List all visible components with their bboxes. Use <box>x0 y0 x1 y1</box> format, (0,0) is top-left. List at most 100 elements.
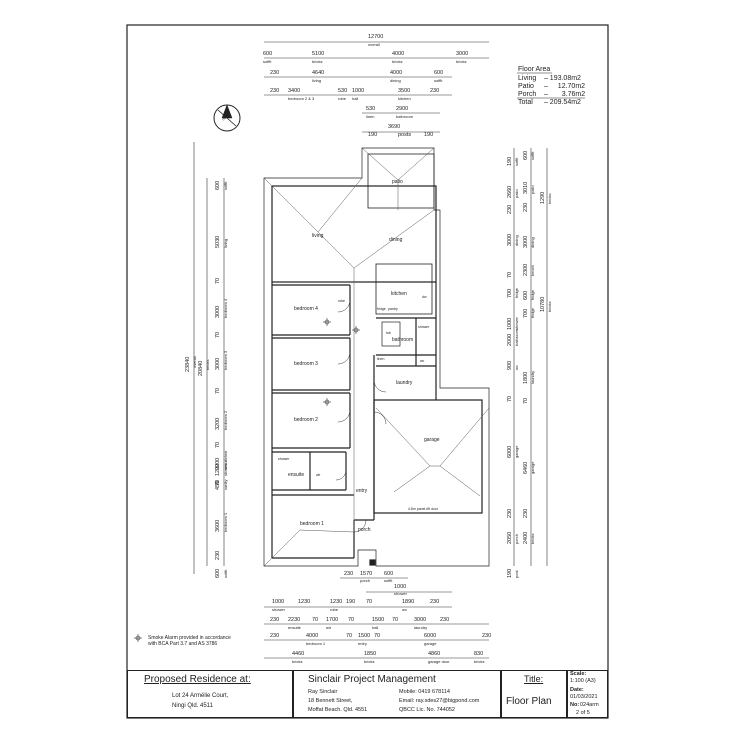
room-label-garage: garage <box>424 437 440 443</box>
dim-label: hall <box>372 625 379 630</box>
dim-value: 230 <box>270 70 280 76</box>
dim-label: shower <box>272 607 285 612</box>
dim-value: 70 <box>215 387 221 394</box>
contact-license: QBCC Lic. No. 744052 <box>399 707 455 713</box>
dim-value: 230 <box>270 617 280 623</box>
contact-email: Email: ray.sdes27@bigpond.com <box>399 698 480 704</box>
dim-value: 600 <box>215 180 221 190</box>
room-label-ensuite: ensuite <box>288 472 305 478</box>
dim-value: 1000 <box>507 317 513 330</box>
dim-value: 600 <box>434 70 444 76</box>
dim-label: wir <box>326 625 332 630</box>
dim-label: bricks <box>530 533 535 544</box>
dim-value: 230 <box>507 204 513 214</box>
dim-value: 230 <box>344 571 354 577</box>
room-label-bedroom-3: bedroom 3 <box>294 361 318 367</box>
dim-value: 3600 <box>215 519 221 532</box>
dim-value: 10780 <box>540 296 546 312</box>
dim-value: 450 <box>215 480 221 490</box>
dim-value: 230 <box>440 617 450 623</box>
room-label-bedroom-1: bedroom 1 <box>300 521 324 527</box>
dim-label: bricks <box>547 193 552 204</box>
wall-living <box>271 185 437 283</box>
room-label-fridge: fridge <box>377 307 386 311</box>
dim-value: 3400 <box>288 88 301 94</box>
room-label-entry: entry <box>356 488 368 494</box>
room-label-bathroom: bathroom <box>392 337 414 343</box>
dim-overall-value: 23840 <box>185 356 191 372</box>
dim-label: laundry <box>414 625 428 630</box>
room-label-dining: dining <box>389 237 403 243</box>
dim-label: fridge <box>530 307 535 318</box>
dim-label: wc <box>514 365 519 370</box>
title-block-proposed: Proposed Residence at: Lot 24 Armélie Co… <box>127 670 293 718</box>
smoke-alarm-note: Smoke Alarm provided in accordance with … <box>148 635 231 647</box>
dim-label: bricks <box>474 659 485 664</box>
dim-value: 70 <box>392 617 399 623</box>
dim-value: 230 <box>507 508 513 518</box>
room-label-wir: wir <box>316 473 321 477</box>
date-label: Date: <box>570 687 584 693</box>
dim-value: 530 <box>366 106 376 112</box>
dim-value: 190 <box>368 132 378 138</box>
dim-value: 830 <box>474 651 484 657</box>
dim-value: 70 <box>215 441 221 448</box>
address-line-2: Ningi Qld. 4511 <box>172 703 213 709</box>
dim-label: bricks <box>292 659 303 664</box>
dim-value: 70 <box>366 599 373 605</box>
dim-label: bedroom 1 <box>223 512 228 532</box>
dim-label: patio <box>514 189 519 198</box>
dim-label: entry <box>358 641 367 646</box>
title-value: Floor Plan <box>506 696 552 707</box>
dim-label: bricks <box>392 59 403 64</box>
dim-label: linen <box>366 114 375 119</box>
dim-value: 6460 <box>523 461 529 474</box>
dim-value: 3000 <box>456 51 469 57</box>
dim-value: 3200 <box>215 417 221 430</box>
dim-value: 600 <box>215 568 221 578</box>
room-label-living: living <box>312 233 324 239</box>
dim-value: 3500 <box>398 88 411 94</box>
dim-label: bedroom 4 <box>223 298 228 318</box>
title-label: Title: <box>524 674 544 684</box>
dim-value: 230 <box>430 599 440 605</box>
dim-value: 6000 <box>507 445 513 458</box>
dim-label: bricks <box>364 659 375 664</box>
scale-value: 1:100 (A3) <box>570 678 596 684</box>
dim-value: 600 <box>263 51 273 57</box>
patio-outline <box>367 153 435 209</box>
dim-label: garage <box>514 445 519 458</box>
dim-value: 190 <box>346 599 356 605</box>
room-label-tub: tub <box>386 331 391 335</box>
dim-label: laundry <box>530 370 535 384</box>
dim-label: porch <box>514 533 519 544</box>
dim-value: 600 <box>523 290 529 300</box>
dimension-lines <box>193 41 548 659</box>
dim-label: hall <box>352 96 359 101</box>
dim-value: 70 <box>348 617 355 623</box>
dim-value: 3000 <box>414 617 427 623</box>
smoke-alarm-symbols <box>134 318 360 642</box>
dim-value: 3000 <box>215 357 221 370</box>
room-label-bedroom-2: bedroom 2 <box>294 417 318 423</box>
dim-value: 3000 <box>215 305 221 318</box>
dim-label: bedroom 1 <box>306 641 326 646</box>
dim-value: 6000 <box>424 633 437 639</box>
dim-value: 70 <box>374 633 381 639</box>
north-arrow-icon <box>213 104 241 132</box>
company-name: Sinclair Project Management <box>308 674 436 685</box>
room-label-kitchen: kitchen <box>391 291 407 297</box>
dim-label: kitchen <box>398 96 411 101</box>
dim-value: 230 <box>430 88 440 94</box>
dim-value: 3000 <box>523 235 529 248</box>
dim-value: 530 <box>338 88 348 94</box>
room-label-pantry: pantry <box>388 307 398 311</box>
dim-label: bricks <box>312 59 323 64</box>
dim-value: 1570 <box>360 571 373 577</box>
title-block-meta: Scale: 1:100 (A3) Date: 01/03/2021 No: 0… <box>567 670 608 718</box>
dim-label: ensuite <box>288 625 301 630</box>
building-walls <box>263 147 490 567</box>
dim-label: robe <box>338 96 347 101</box>
dim-label: bricks <box>547 301 552 312</box>
floor-area-heading: Floor Area <box>518 66 551 73</box>
